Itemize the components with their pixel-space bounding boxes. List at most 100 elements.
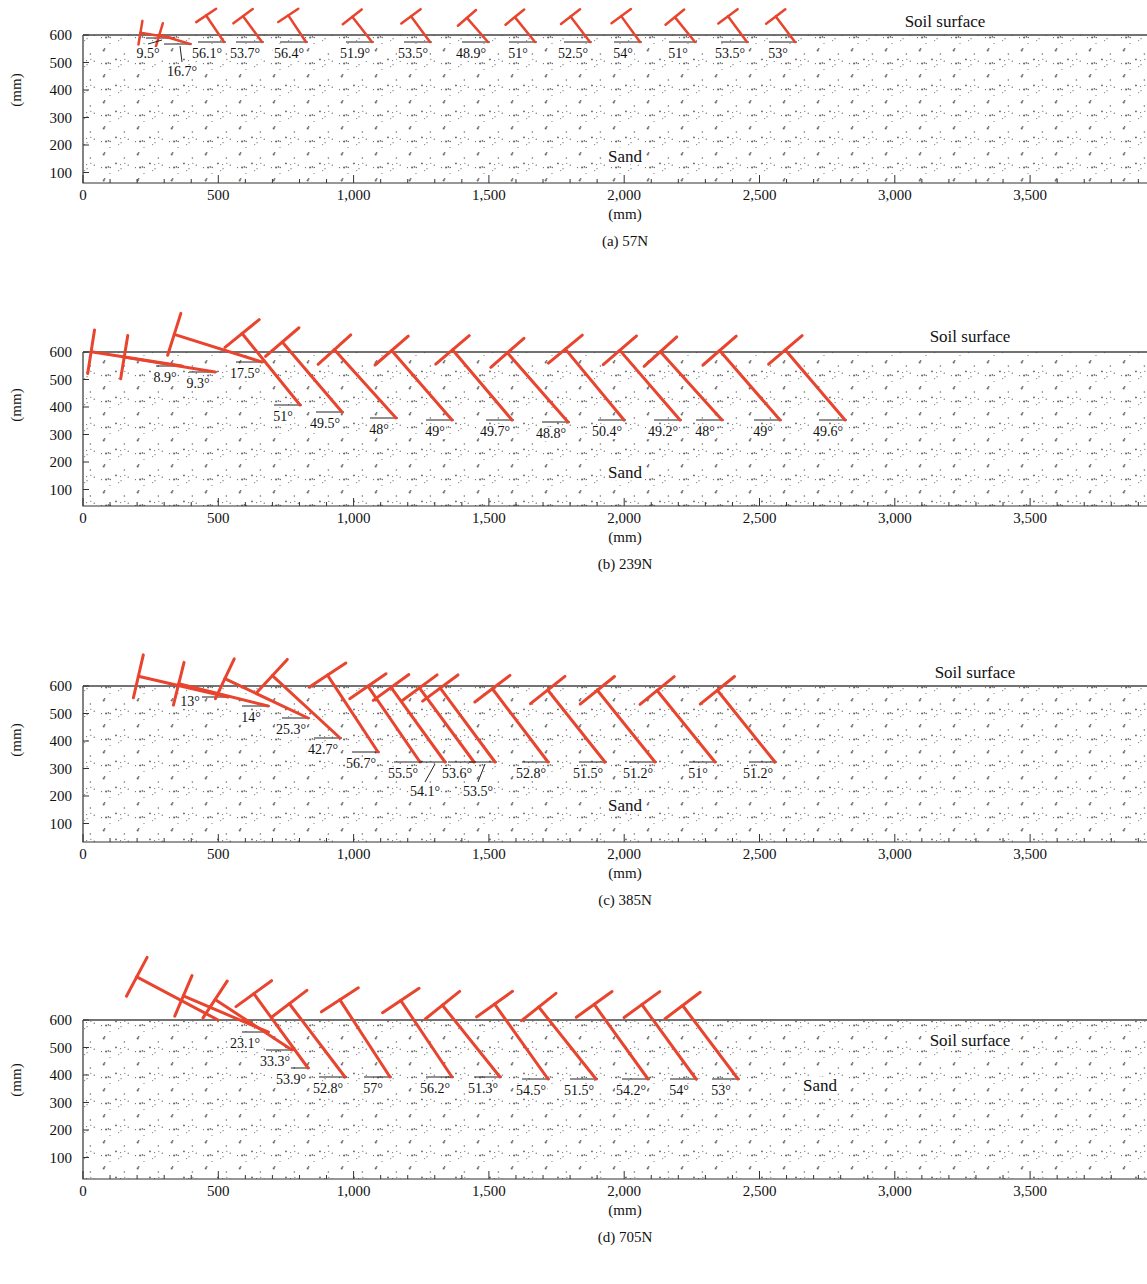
sand-ground [83,352,1147,506]
anchor-shank [683,1006,738,1079]
sand-ground [83,686,1147,842]
leader-line [478,764,485,782]
horizontal-reference [462,42,490,43]
axis-tick [1111,1175,1112,1179]
axis-tick [894,175,895,183]
horizontal-reference [394,762,422,763]
horizontal-reference [469,762,497,763]
axis-line [83,1020,1147,1179]
axis-tick [894,834,895,842]
axis-tick [137,179,138,183]
angle-label: 48° [368,423,390,437]
angle-label: 49.6° [812,425,844,439]
angle-label: 51.9° [339,47,371,61]
axis-tick [705,838,706,842]
tick-label: 500 [207,511,230,526]
tick-label: 3,000 [878,188,912,203]
angle-label: 53.5° [397,47,429,61]
axis-tick [434,179,435,183]
axis-tick [110,502,111,506]
axis-tick [570,179,571,183]
axis-tick [786,179,787,183]
angle-label: 53° [710,1084,732,1098]
axis-tick [570,838,571,842]
axis-tick [948,502,949,506]
axis-tick [83,407,89,408]
anchor-shank [539,1007,596,1079]
anchor-plate [766,9,785,23]
anchor-plate [665,992,700,1018]
axis-tick [678,502,679,506]
axis-tick [1030,498,1031,506]
tick-label: 2,500 [743,188,777,203]
tick-label: 400 [50,400,73,415]
axis-tick [245,1175,246,1179]
anchor-shank [254,994,308,1068]
angle-label: 51.2° [622,767,654,781]
axis-tick [570,502,571,506]
angle-label: 9.3° [185,377,210,391]
anchor-plate [156,23,163,46]
plate-anchor [477,991,550,1079]
axis-tick [137,502,138,506]
soil-surface-line [83,34,1147,36]
angle-label: 51.3° [467,1082,499,1096]
tick-label: 1,500 [472,1184,506,1199]
axis-tick [326,179,327,183]
anchor-plate [138,21,142,45]
axis-unit: (mm) [608,866,641,881]
anchor-plate [126,957,147,996]
horizontal-reference [614,42,642,43]
tick-label: 600 [50,28,73,43]
horizontal-reference [579,762,607,763]
angle-label: 48.9° [455,47,487,61]
angle-label: 56.2° [419,1082,451,1096]
axis-tick [83,823,89,824]
axis-tick [948,1175,949,1179]
axis-tick [272,502,273,506]
anchor-plate [561,9,580,24]
plate-anchor [766,9,797,42]
axis-tick [515,1175,516,1179]
plate-anchor [700,677,777,762]
angle-label: 54° [612,47,634,61]
anchor-shank [174,334,262,362]
axis-tick [83,768,89,769]
anchor-shank [565,349,624,420]
axis-tick [543,838,544,842]
anchor-shank [334,350,396,418]
tick-label: 2,500 [743,1184,777,1199]
tick-label: 100 [50,816,73,831]
plate-anchor [703,336,782,420]
angle-label: 49° [752,425,774,439]
axis-tick [164,502,165,506]
tick-label: 500 [207,1184,230,1199]
axis-tick [83,1020,89,1021]
plate-anchor [475,675,550,762]
sand-ground [83,1020,1147,1179]
axis-tick [380,1175,381,1179]
axis-tick [1138,1175,1139,1179]
leader-line [425,764,435,782]
plate-anchor [257,659,342,738]
tick-label: 1,500 [472,511,506,526]
axis-tick [461,502,462,506]
tick-label: 300 [50,761,73,776]
tick-label: 1,000 [337,1184,371,1199]
axis-tick [110,838,111,842]
anchor-shank [352,17,372,42]
anchor-shank [657,691,715,762]
axis-tick [1030,834,1031,842]
axis-tick [543,502,544,506]
plate-anchor [665,992,740,1079]
plate-anchor [321,988,392,1077]
plate-anchor [309,663,380,752]
angle-label: 55.5° [387,767,419,781]
angle-label: 56.7° [345,757,377,771]
axis-tick [1111,838,1112,842]
anchor-shank [548,690,605,762]
axis-tick [867,502,868,506]
tick-label: 500 [207,188,230,203]
axis-tick [1111,502,1112,506]
